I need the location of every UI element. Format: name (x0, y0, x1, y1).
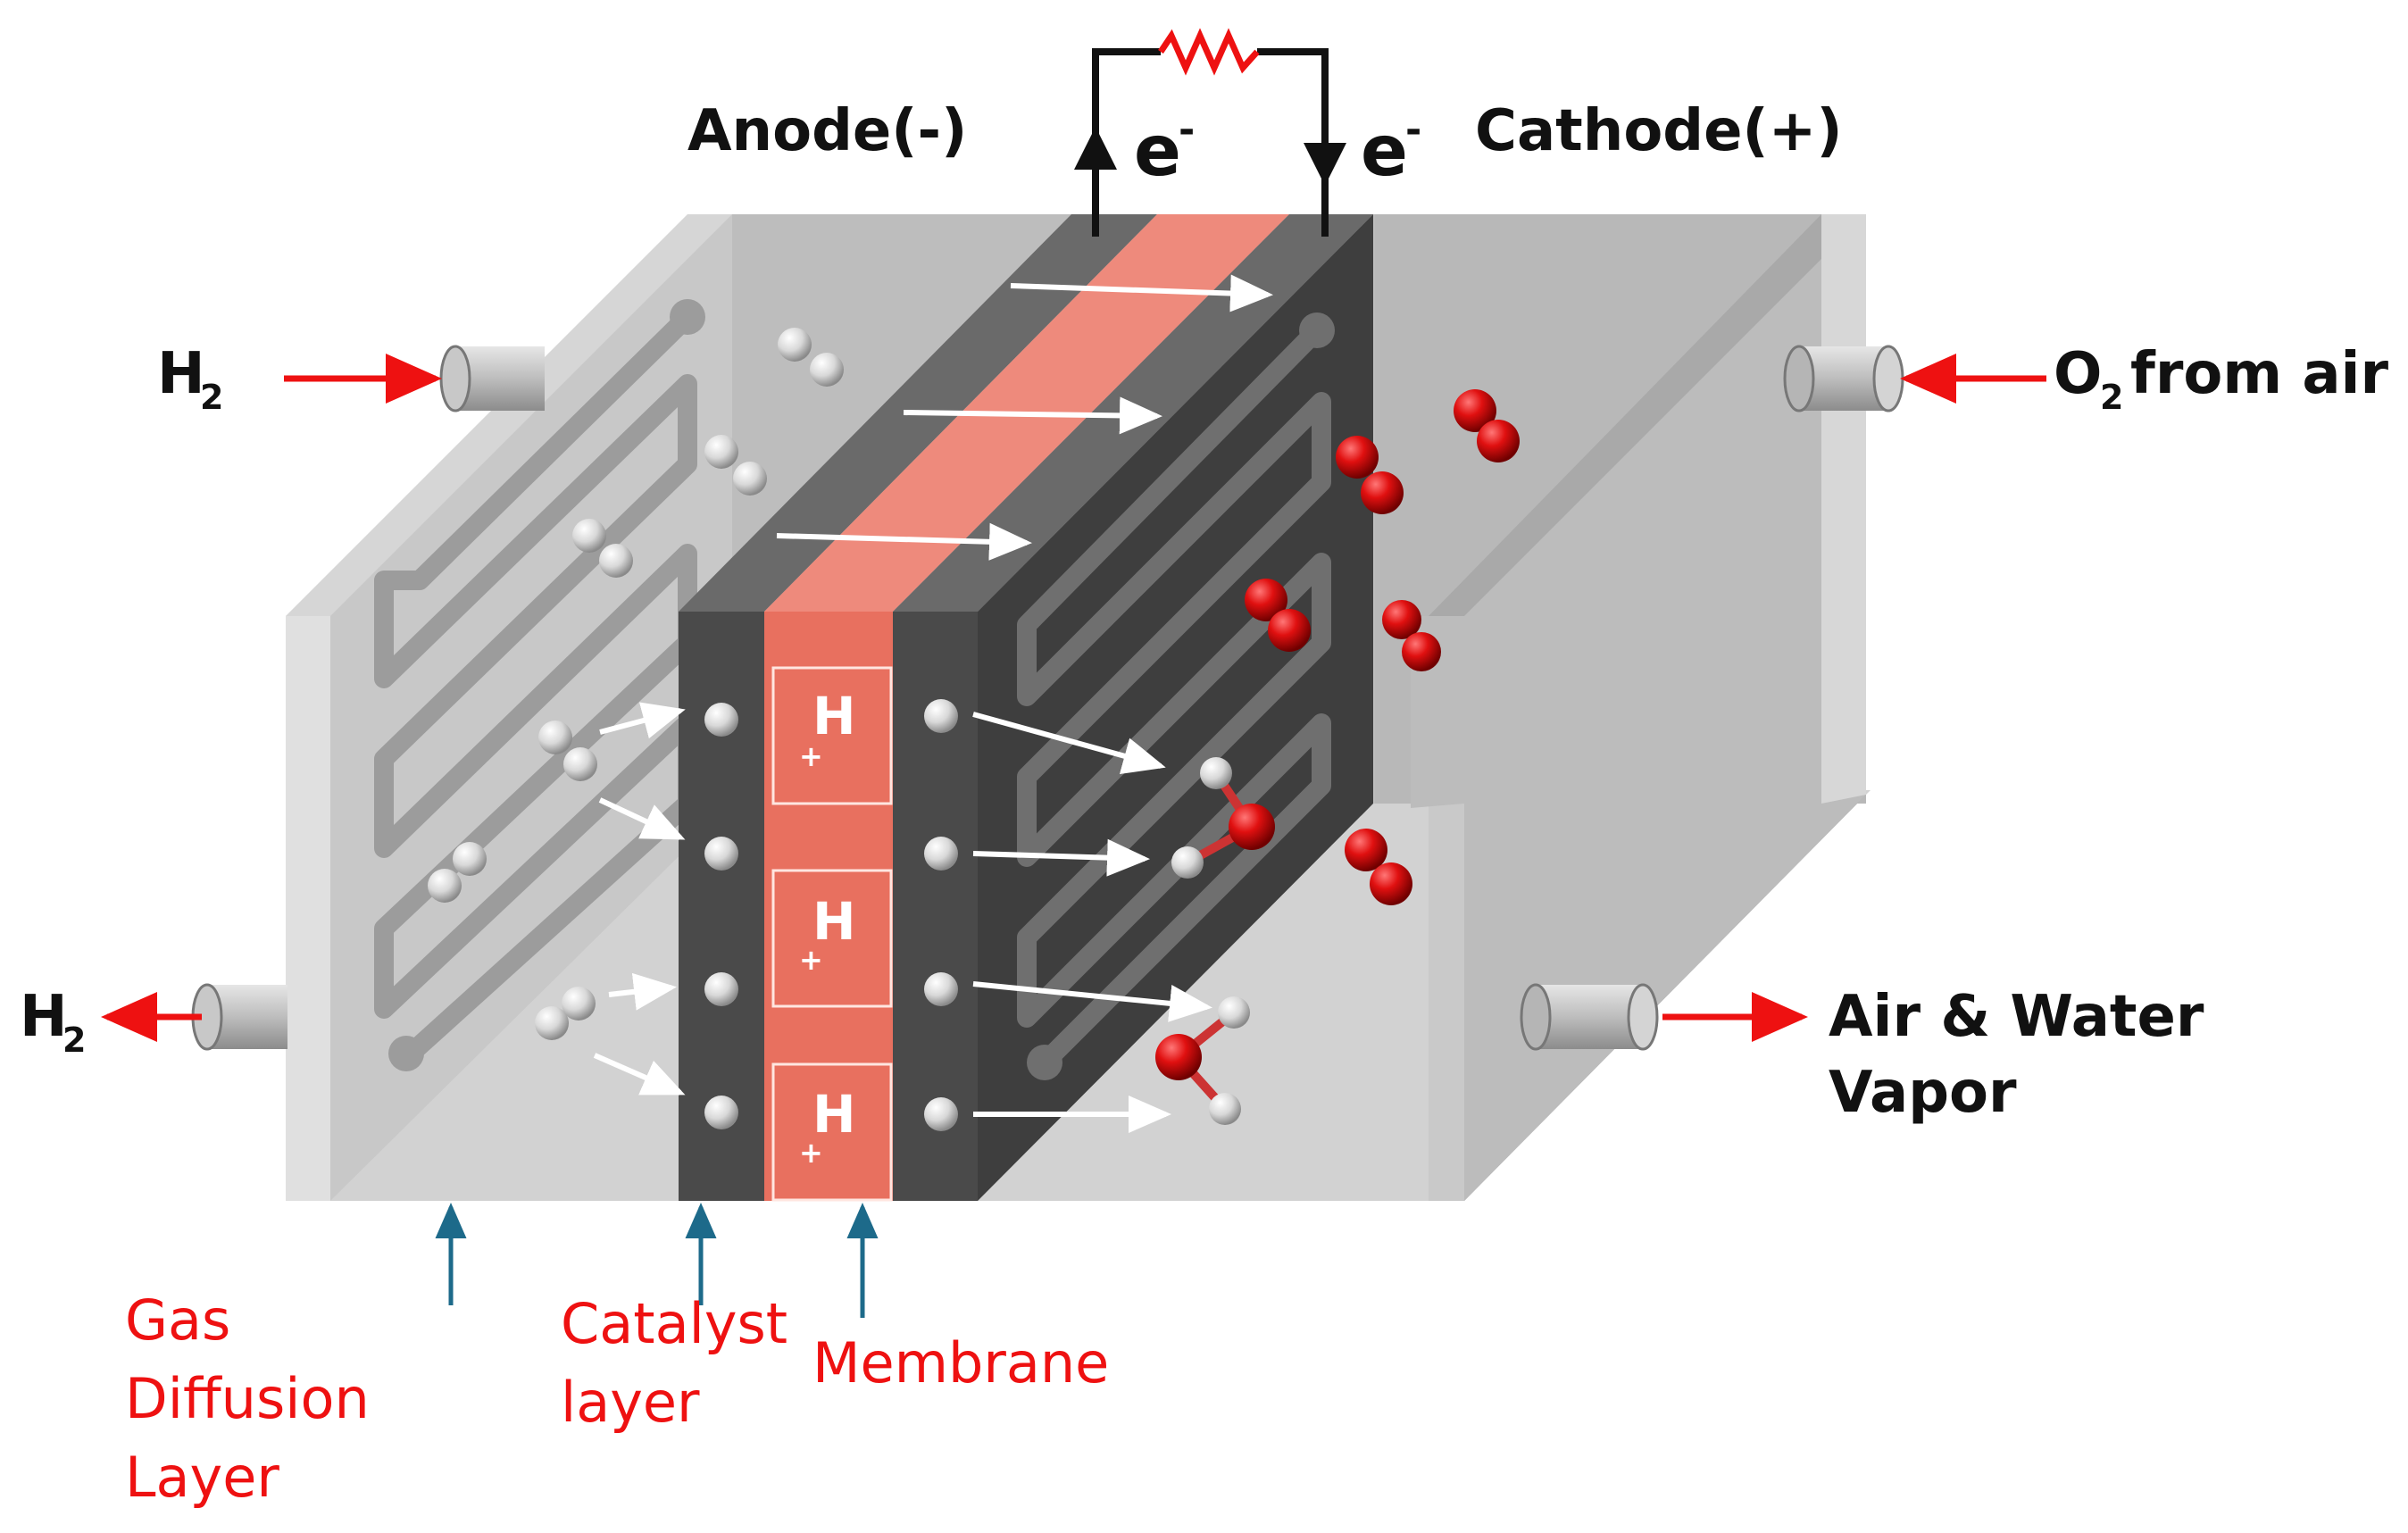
proton-symbol: H (812, 1084, 856, 1145)
exhaust-pipe (1520, 983, 1659, 1051)
proton-box (771, 869, 893, 1008)
water-molecules (1155, 757, 1275, 1125)
exhaust-label-line2: Vapor (1829, 1060, 2017, 1126)
h2-inlet-pipe (439, 345, 545, 412)
gas-pipes (191, 345, 1904, 1051)
electron-label-right: e (1361, 112, 1408, 192)
water-formation-arrow (972, 981, 1212, 1022)
cathode-flow-channels (1017, 312, 1335, 1080)
proton-box (771, 1062, 893, 1202)
h2-to-catalyst-arrow (598, 797, 686, 840)
h2-to-catalyst-arrow (593, 1053, 686, 1096)
h2-to-catalyst-arrow (599, 702, 686, 739)
anode-flow-channels (374, 299, 705, 1071)
load-resistor (1158, 28, 1260, 76)
h2-outlet-pipe (191, 983, 287, 1051)
exhaust-label-line1: Air & Water (1829, 984, 2204, 1050)
o2-inlet-subscript: 2 (2100, 378, 2123, 417)
proton-flow-arrow (903, 396, 1162, 435)
o2-inlet-source: from air (2130, 341, 2388, 407)
proton-symbol: H (812, 686, 856, 746)
layer-pointer-arrows (435, 1203, 879, 1318)
proton-boxes: H + H + H + (771, 666, 893, 1202)
anode-end-plate-edge (286, 616, 330, 1201)
anode-label: Anode(-) (687, 98, 967, 164)
proton-charge: + (799, 1136, 823, 1170)
electron-charge-left: - (1179, 107, 1195, 153)
gas-flow-arrows (101, 354, 2046, 1042)
catalyst-label-line1: Catalyst (561, 1291, 787, 1356)
water-formation-arrow (972, 838, 1150, 877)
process-arrows (593, 274, 1273, 1133)
gdl-label-line2: Diffusion (125, 1366, 370, 1431)
cathode-end-plate-face (1464, 214, 1866, 1201)
proton-flow-arrow (1010, 274, 1273, 312)
diagram-labels: Anode(-) Cathode(+) e - e - H 2 H 2 O 2 … (20, 98, 2388, 1510)
electron-charge-right: - (1405, 107, 1421, 153)
hydrogen-molecules (428, 328, 844, 1040)
adsorbed-hydrogen-atoms (704, 699, 958, 1131)
proton-charge: + (799, 943, 823, 977)
h2-inlet-label: H (157, 341, 205, 407)
proton-flow-arrow (776, 522, 1032, 561)
catalyst-label-line2: layer (561, 1370, 700, 1435)
proton-box (771, 666, 893, 805)
o2-inlet-label: O (2054, 341, 2102, 407)
oxygen-molecules (1245, 389, 1520, 905)
electron-label-left: e (1134, 112, 1181, 192)
proton-charge: + (799, 739, 823, 773)
h2-inlet-subscript: 2 (200, 378, 223, 417)
proton-symbol: H (812, 891, 856, 952)
circuit-wire-right (1257, 48, 1329, 237)
gdl-label-line3: Layer (125, 1445, 279, 1510)
membrane-layer (764, 612, 893, 1201)
cathode-end-plate-rim (1821, 214, 1866, 804)
h2-outlet-subscript: 2 (62, 1021, 86, 1060)
gdl-label-line1: Gas (125, 1287, 230, 1353)
h2-to-catalyst-arrow (608, 972, 677, 1011)
h2-outlet-label: H (20, 984, 68, 1050)
o2-inlet-pipe (1783, 345, 1904, 412)
water-formation-arrow (972, 712, 1166, 775)
cathode-label: Cathode(+) (1475, 98, 1843, 164)
external-circuit (1074, 28, 1346, 237)
membrane-label: Membrane (812, 1330, 1109, 1396)
